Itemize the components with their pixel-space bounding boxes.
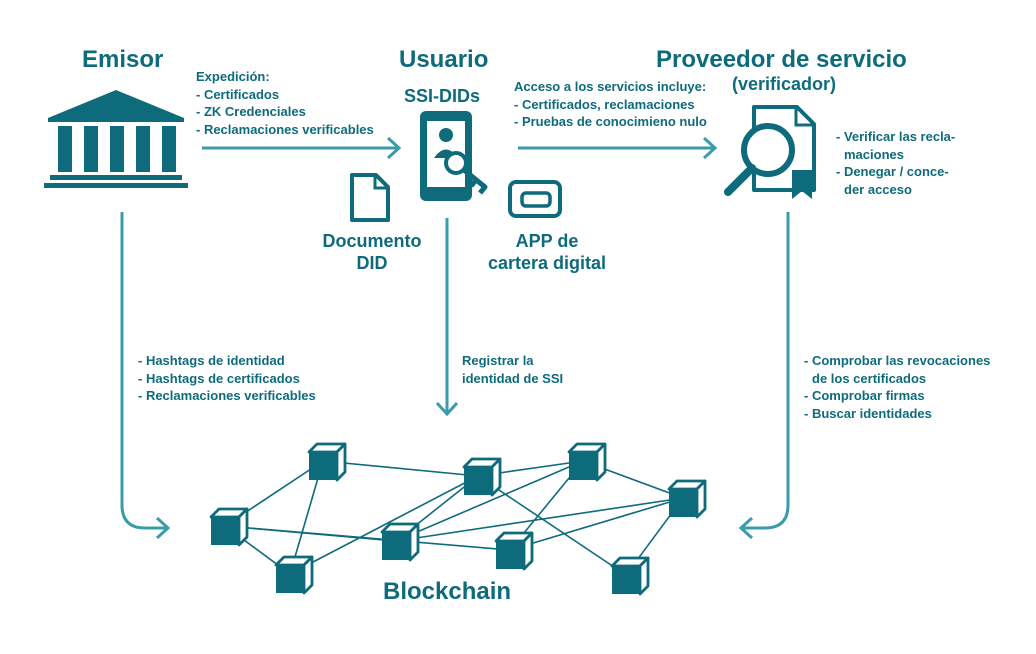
document-icon: [350, 173, 390, 222]
access-item: - Pruebas de conocimieno nulo: [514, 114, 707, 129]
cube-node-icon: [307, 442, 347, 482]
doc-did-label-line: DID: [356, 253, 388, 273]
issuer-chain-arrow: [120, 212, 171, 540]
cube-node-icon: [380, 522, 420, 562]
magnifier-document-icon: [724, 105, 816, 199]
provider-chain-list: - Comprobar las revocaciones de los cert…: [804, 352, 990, 422]
bank-building-icon: [44, 90, 188, 188]
wallet-label-line: cartera digital: [487, 253, 607, 273]
issuance-heading: Expedición:: [196, 69, 270, 84]
cube-node-icon: [494, 531, 534, 571]
issuance-arrow: [202, 136, 402, 160]
provider-action: - Verificar las recla-: [836, 129, 956, 144]
cube-node-icon: [667, 479, 707, 519]
provider-action: der acceso: [844, 181, 912, 197]
register-arrow: [435, 218, 459, 417]
issuance-block: Expedición: - Certificados - ZK Credenci…: [196, 68, 374, 138]
issuer-title: Emisor: [82, 46, 164, 73]
cube-node-icon: [274, 555, 314, 595]
doc-did-label: Documento DID: [318, 230, 426, 274]
issuance-item: - Reclamaciones verificables: [196, 121, 374, 137]
issuer-chain-item: - Hashtags de certificados: [138, 370, 300, 386]
provider-action: maciones: [844, 146, 904, 162]
register-label-line: Registrar la: [462, 353, 534, 368]
provider-chain-item: - Comprobar las revocaciones: [804, 353, 991, 368]
access-block: Acceso a los servicios incluye: - Certif…: [514, 78, 707, 131]
user-title: Usuario: [399, 46, 489, 73]
issuer-chain-list: - Hashtags de identidad - Hashtags de ce…: [138, 352, 316, 405]
verifier-chain-arrow: [738, 212, 790, 540]
provider-action: - Denegar / conce-: [836, 164, 949, 179]
register-label-line: identidad de SSI: [462, 370, 564, 386]
smartphone-key-icon: [420, 111, 488, 201]
cube-node-icon: [209, 507, 249, 547]
issuer-chain-item: - Reclamaciones verificables: [138, 388, 316, 403]
wallet-label: APP de cartera digital: [472, 230, 622, 274]
cube-node-icon: [610, 556, 650, 596]
wallet-label-line: APP de: [515, 231, 579, 251]
cube-node-icon: [462, 457, 502, 497]
issuance-item: - ZK Credenciales: [196, 104, 306, 119]
provider-subtitle: (verificador): [732, 74, 837, 94]
provider-chain-item: - Comprobar firmas: [804, 388, 925, 403]
issuance-item: - Certificados: [196, 86, 280, 102]
provider-title: Proveedor de servicio: [656, 46, 907, 73]
register-label: Registrar la identidad de SSI: [462, 352, 563, 387]
access-arrow: [518, 136, 718, 160]
provider-chain-item: - Buscar identidades: [804, 405, 932, 421]
issuer-chain-item: - Hashtags de identidad: [138, 353, 285, 368]
blockchain-label: Blockchain: [383, 578, 512, 605]
user-subtitle: SSI-DIDs: [404, 86, 481, 106]
wallet-icon: [508, 180, 562, 218]
provider-actions: - Verificar las recla- maciones - Denega…: [836, 128, 955, 198]
doc-did-label-line: Documento: [322, 231, 422, 251]
provider-chain-item: de los certificados: [812, 370, 927, 386]
access-item: - Certificados, reclamaciones: [514, 96, 695, 112]
access-heading: Acceso a los servicios incluye:: [514, 79, 707, 94]
cube-node-icon: [567, 442, 607, 482]
blockchain-nodes: [209, 442, 707, 596]
